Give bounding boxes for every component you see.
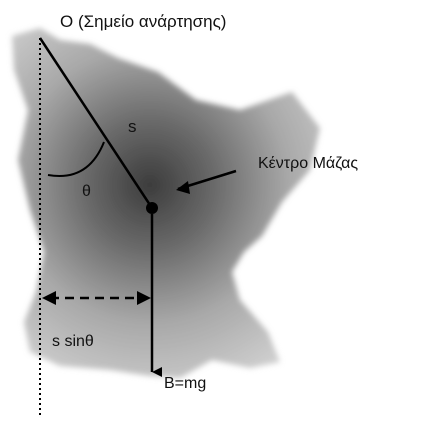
weight-label: B=mg	[164, 375, 206, 392]
center-of-mass-label: Κέντρο Μάζας	[258, 155, 358, 172]
length-label: s	[128, 117, 137, 136]
center-of-mass-dot	[146, 202, 158, 214]
distance-line-s	[38, 37, 154, 209]
lever-arm-arrowhead-left	[42, 291, 56, 305]
angle-arc	[47, 141, 105, 177]
center-of-mass-pointer-head	[176, 181, 190, 194]
rigid-body-shape	[12, 28, 320, 378]
pivot-label: O (Σημείο ανάρτησης)	[60, 12, 226, 31]
lever-arm-label: s sinθ	[52, 333, 94, 350]
angle-label: θ	[82, 183, 91, 200]
lever-arm-arrowhead-right	[137, 291, 151, 305]
